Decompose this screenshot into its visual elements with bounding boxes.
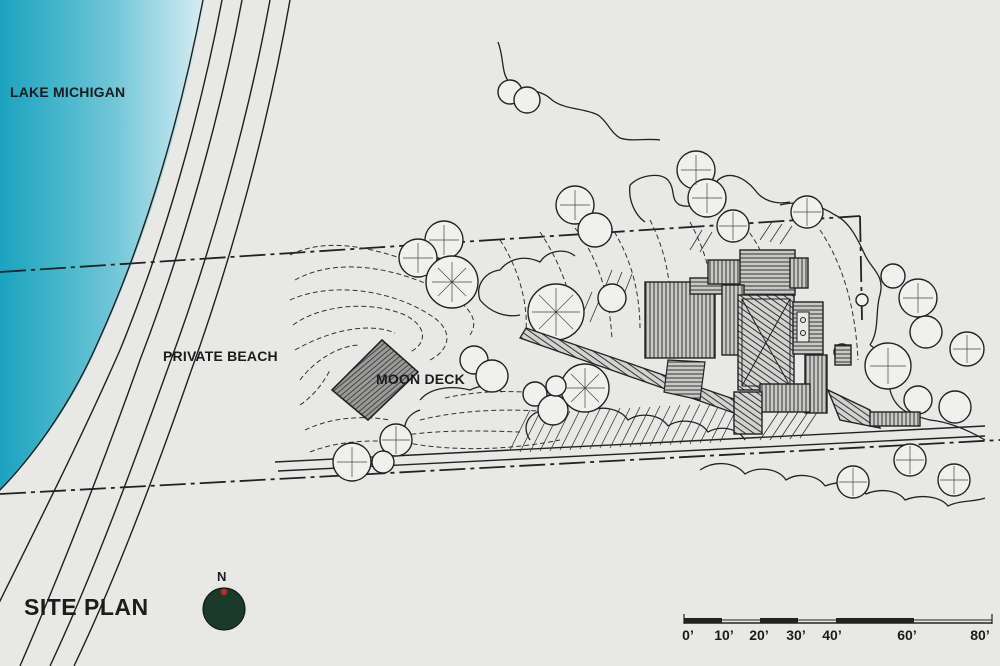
lake-michigan-label: LAKE MICHIGAN [10, 84, 126, 100]
scale-tick-80: 80’ [970, 627, 990, 643]
tree-canopy-icon [371, 450, 395, 474]
moon-deck [330, 338, 420, 422]
tree-canopy-icon [513, 86, 541, 114]
scale-tick-0: 0’ [682, 627, 694, 643]
scale-tick-10: 10’ [714, 627, 734, 643]
tree-canopy-icon [475, 359, 509, 393]
north-arrow-icon [202, 587, 246, 631]
scale-tick-60: 60’ [897, 627, 917, 643]
tree-canopy-icon [880, 263, 906, 289]
north-label: N [217, 569, 227, 584]
tree-canopy-icon [855, 293, 869, 307]
tree-spokes [337, 155, 981, 496]
tree-canopy-icon [938, 390, 972, 424]
tree-canopy-icon [909, 315, 943, 349]
scale-bar [683, 614, 993, 624]
lake-water [0, 0, 205, 490]
scale-tick-40: 40’ [822, 627, 842, 643]
private-beach-label: PRIVATE BEACH [163, 348, 278, 364]
tree-canopy-icon [903, 385, 933, 415]
tree-canopy-icon [597, 283, 627, 313]
tree-canopy-icon [545, 375, 567, 397]
scale-tick-30: 30’ [786, 627, 806, 643]
house-footprint [644, 249, 921, 435]
moon-deck-label: MOON DECK [376, 371, 465, 387]
site-plan-title: SITE PLAN [24, 594, 149, 620]
shoreline-lines [0, 0, 291, 666]
tree-canopy-icon [577, 212, 613, 248]
scale-tick-20: 20’ [749, 627, 769, 643]
boardwalk [519, 327, 761, 421]
